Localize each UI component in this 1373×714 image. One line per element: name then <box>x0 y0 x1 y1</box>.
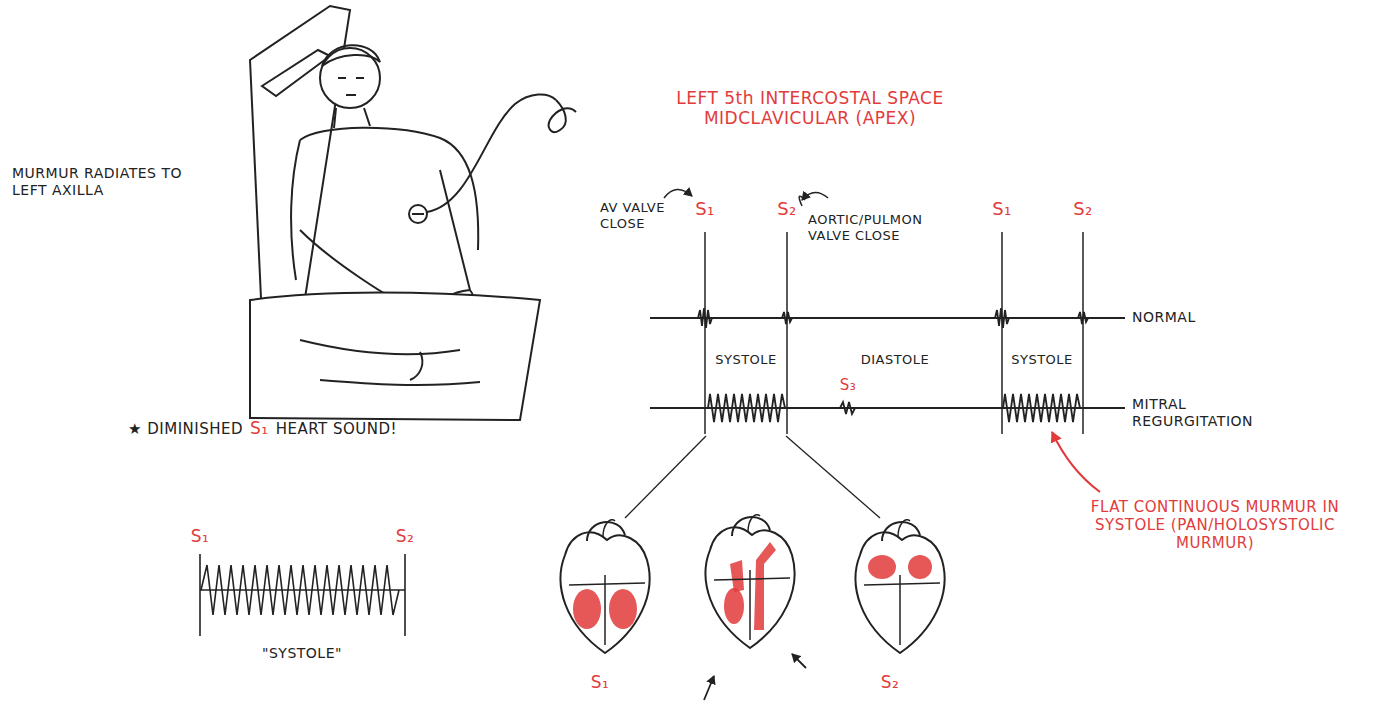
event-note: AV VALVE CLOSE <box>600 200 685 231</box>
annotation: MURMUR RADIATES TO LEFT AXILLA <box>12 165 197 199</box>
heart-sound: S₁ <box>191 526 210 546</box>
phase-label: "SYSTOLE" <box>262 645 342 662</box>
patient-sketch <box>250 6 576 420</box>
heart-sketch <box>561 520 650 653</box>
heart-sketch <box>706 515 795 648</box>
systole-waveform <box>200 554 405 636</box>
phase-label: SYSTOLE <box>715 352 777 368</box>
normal-trace <box>650 308 1125 328</box>
heart-sound: S₁ <box>250 418 269 438</box>
key-note: ★ DIMINISHED <box>128 420 243 438</box>
leader-line <box>625 436 880 518</box>
event-note: AORTIC/PULMON VALVE CLOSE <box>808 212 958 243</box>
location-note: LEFT 5th INTERCOSTAL SPACE MIDCLAVICULAR… <box>635 88 985 129</box>
heart-sound: S₂ <box>777 198 797 220</box>
pointer-arrow <box>802 192 828 200</box>
timing-line <box>705 232 1083 434</box>
phase-label: DIASTOLE <box>861 352 930 368</box>
phase-label: SYSTOLE <box>1011 352 1073 368</box>
mr-trace <box>650 394 1125 422</box>
motion-arrow <box>792 654 806 668</box>
callout-arrow <box>1052 432 1100 492</box>
heart-sketch <box>856 520 945 653</box>
trace-name: NORMAL <box>1132 309 1196 326</box>
heart-sound: S₂ <box>1073 198 1093 220</box>
pointer-arrow <box>664 189 692 198</box>
heart-sound: S₁ <box>695 198 715 220</box>
trace-name: MITRAL REGURGITATION <box>1132 396 1307 430</box>
murmur-note: FLAT CONTINUOUS MURMUR IN SYSTOLE (PAN/H… <box>1070 498 1360 552</box>
key-note: HEART SOUND! <box>276 420 397 438</box>
motion-arrow <box>704 676 714 700</box>
heart-sound: S₂ <box>881 672 900 692</box>
heart-sound: S₂ <box>396 526 415 546</box>
heart-sound: S₃ <box>840 376 857 394</box>
heart-sound: S₁ <box>992 198 1012 220</box>
heart-sound: S₁ <box>591 672 610 692</box>
